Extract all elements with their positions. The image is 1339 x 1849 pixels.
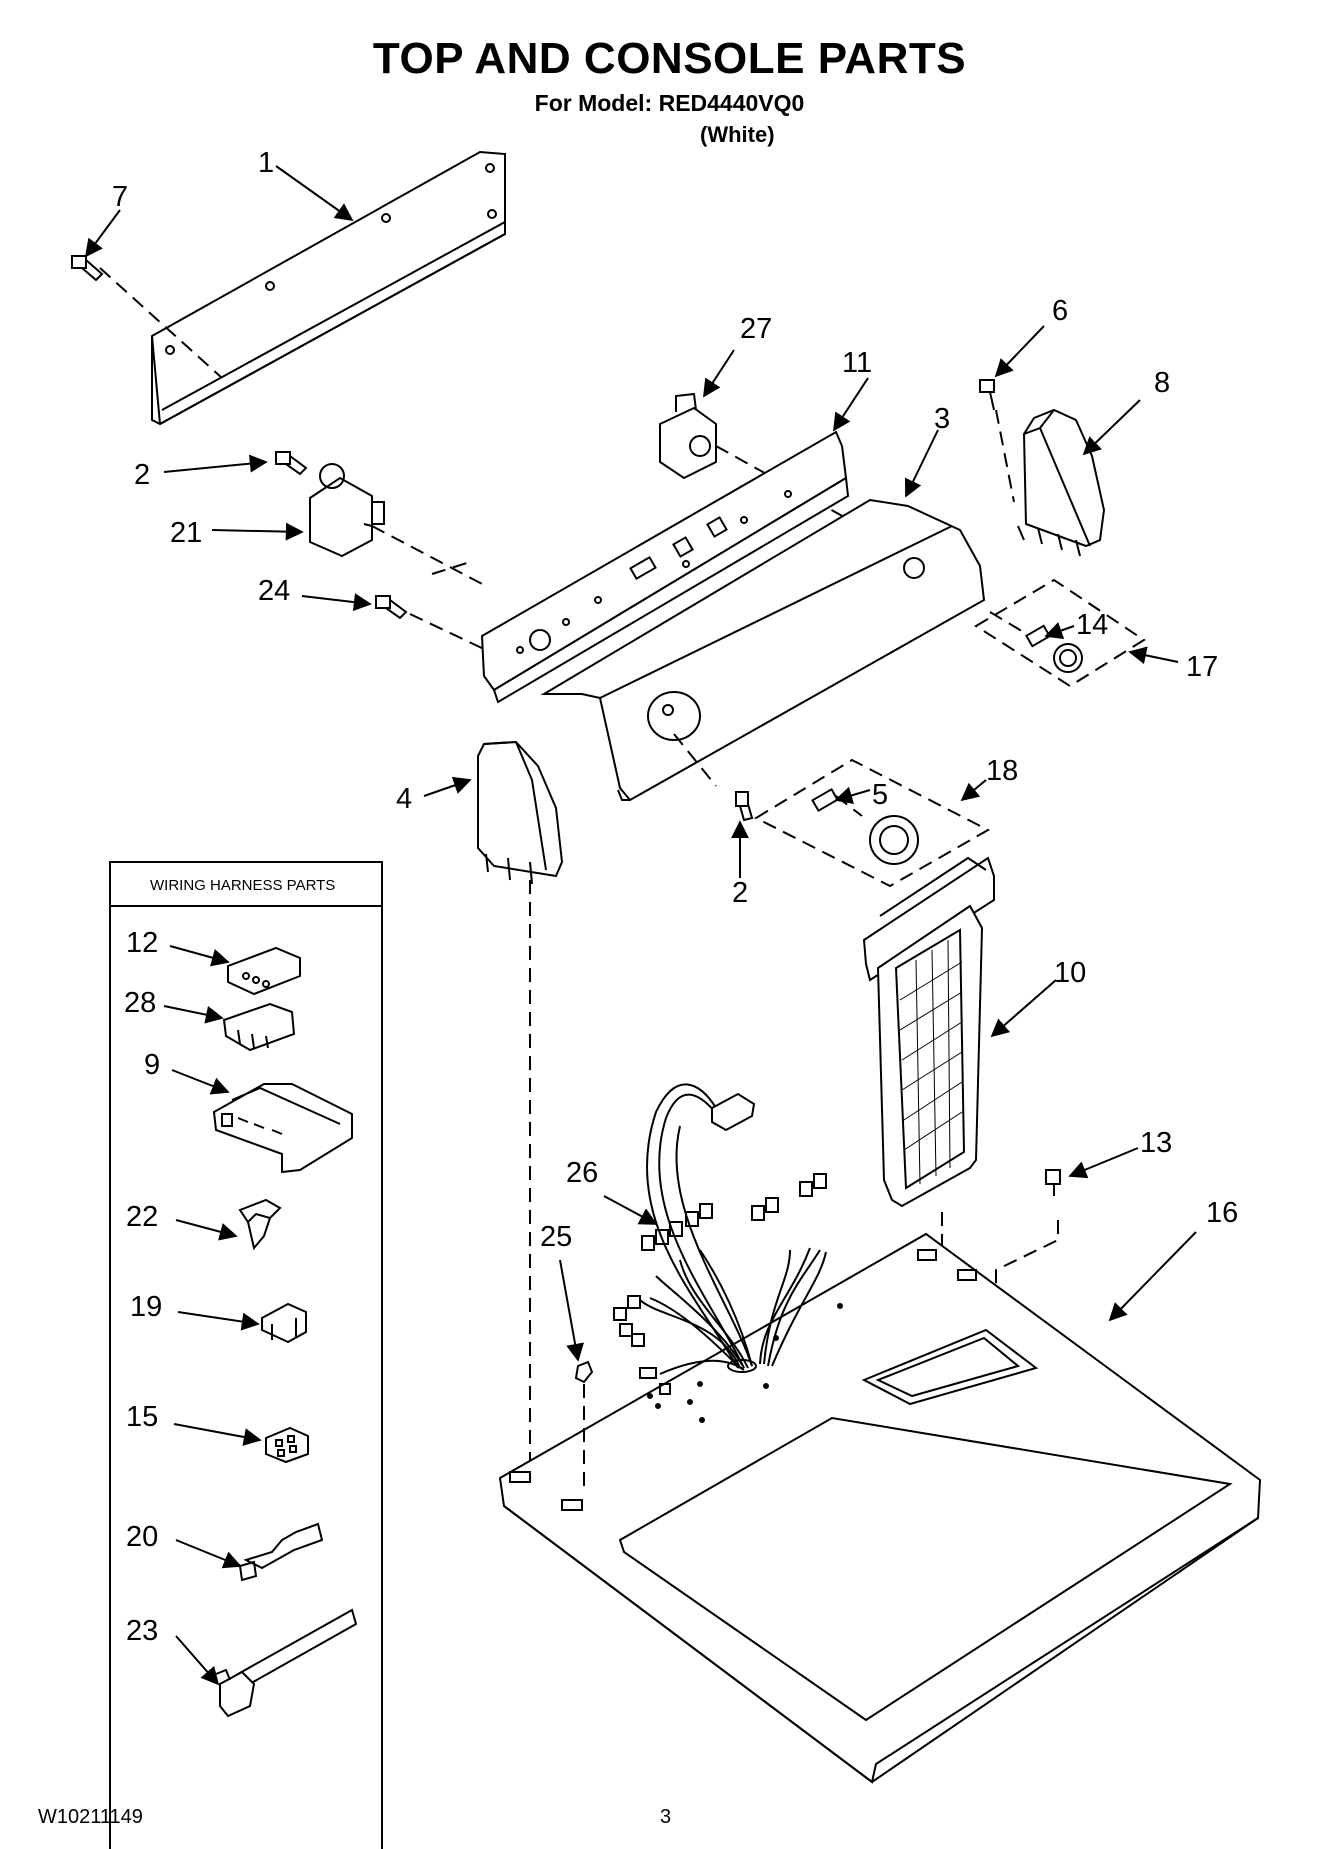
callout-number: 12 [126, 927, 158, 959]
callout-number: 10 [1054, 957, 1086, 989]
part-screw [275, 451, 308, 476]
part-clip [261, 1302, 307, 1344]
callout-number: 3 [934, 403, 950, 435]
page-number: 3 [660, 1806, 672, 1828]
callout-number: 8 [1154, 367, 1170, 399]
callout-number: 13 [1140, 1127, 1172, 1159]
part-timer [309, 463, 487, 587]
part-knob-assembly [974, 578, 1146, 688]
callout-number: 15 [126, 1401, 158, 1433]
callout-number: 18 [986, 755, 1018, 787]
part-wire-harness [613, 1083, 827, 1395]
callout-number: 19 [130, 1291, 162, 1323]
callout-number: 25 [540, 1221, 572, 1253]
part-end-cap-right [1017, 408, 1106, 557]
part-connector [212, 1083, 353, 1174]
part-knob-assembly [753, 758, 991, 888]
callout-number: 5 [872, 779, 888, 811]
part-screw [375, 595, 487, 651]
part-end-cap-left [477, 740, 564, 1486]
callout-number: 2 [134, 459, 150, 491]
part-clip [238, 1198, 282, 1251]
callout-number: 7 [112, 181, 128, 213]
part-screw [735, 791, 754, 822]
wiring-harness-box [109, 861, 383, 1849]
callout-number: 28 [124, 987, 156, 1019]
wiring-box-title: WIRING HARNESS PARTS [150, 877, 335, 894]
part-top-panel [498, 1232, 1262, 1784]
part-connector [222, 1002, 296, 1052]
callout-number: 21 [170, 517, 202, 549]
part-console [480, 430, 850, 704]
callout-number: 16 [1206, 1197, 1238, 1229]
part-console-top [540, 498, 1031, 802]
callout-number: 6 [1052, 295, 1068, 327]
part-lint-screen [862, 856, 995, 1346]
document-number: W10211149 [38, 1806, 143, 1828]
callout-number: 20 [126, 1521, 158, 1553]
part-tie-strap [215, 1608, 358, 1718]
callout-number: 23 [126, 1615, 158, 1647]
callout-number: 11 [842, 347, 872, 379]
callout-number: 24 [258, 575, 290, 607]
callout-number: 2 [732, 877, 748, 909]
part-connector [227, 946, 301, 996]
part-clip [574, 1360, 594, 1490]
model-line: For Model: RED4440VQ0 [534, 90, 805, 116]
callout-number: 26 [566, 1157, 598, 1189]
callout-number: 17 [1186, 651, 1218, 683]
callout-number: 9 [144, 1049, 160, 1081]
callout-number: 4 [396, 783, 412, 815]
callout-number: 27 [740, 313, 772, 345]
callout-number: 14 [1076, 609, 1108, 641]
callout-number: 1 [258, 147, 274, 179]
part-backsplash-panel [99, 150, 506, 426]
callout-number: 22 [126, 1201, 158, 1233]
page-title: TOP AND CONSOLE PARTS [372, 34, 967, 83]
model-color: (White) [700, 122, 775, 147]
part-connector [265, 1426, 309, 1464]
part-screw [71, 255, 104, 282]
part-terminal [238, 1522, 324, 1582]
part-screw [979, 379, 1015, 503]
